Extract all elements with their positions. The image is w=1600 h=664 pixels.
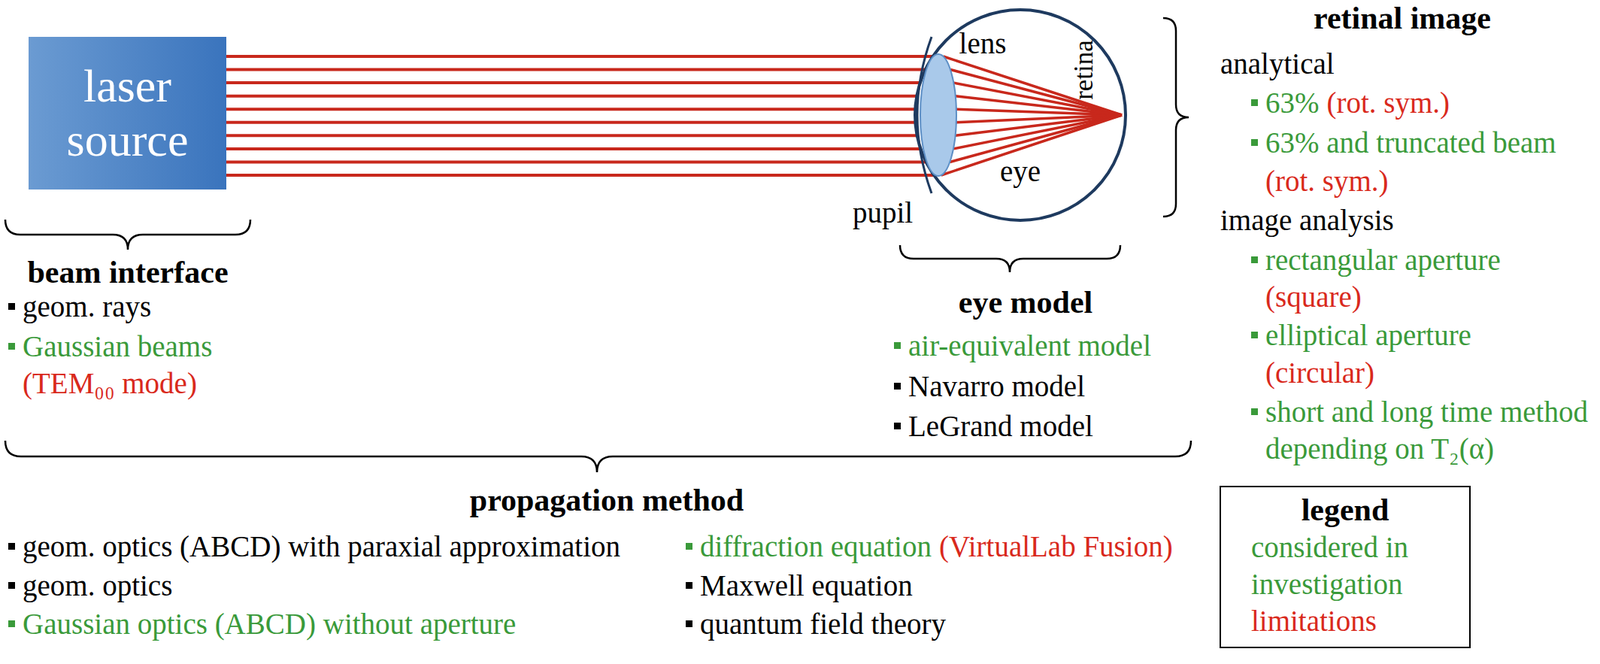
propagation-brace xyxy=(5,440,1191,473)
bullet-square xyxy=(685,620,693,628)
bullet-square xyxy=(8,581,16,589)
item-text: geom. optics (ABCD) with paraxial approx… xyxy=(22,527,621,565)
bullet-square xyxy=(8,542,16,550)
eyeball xyxy=(915,9,1126,221)
list-row: elliptical aperture xyxy=(1251,316,1472,354)
item-text: image analysis xyxy=(1220,201,1394,239)
item-text: LeGrand model xyxy=(908,407,1094,445)
beam-ray xyxy=(226,94,917,98)
list-row: air-equivalent model xyxy=(893,327,1152,364)
item-text: analytical xyxy=(1220,45,1335,82)
bullet-square xyxy=(1251,139,1258,146)
bullet-square xyxy=(8,303,16,310)
list-row: short and long time method depending on … xyxy=(1251,393,1597,467)
bullet-square xyxy=(1251,331,1258,339)
pupil-label: pupil xyxy=(852,193,913,231)
legend-entry: limitations xyxy=(1251,602,1440,640)
legend-text: limitations xyxy=(1251,604,1377,637)
beam-ray xyxy=(226,147,921,151)
list-row: geom. optics (ABCD) with paraxial approx… xyxy=(8,527,621,565)
bullet-square xyxy=(685,581,693,589)
item-text: rectangular aperture xyxy=(1265,241,1501,279)
bullet-square xyxy=(1251,99,1258,107)
beam-ray xyxy=(226,107,916,111)
legend-heading: legend xyxy=(1251,491,1440,529)
section-heading: propagation method xyxy=(469,480,744,520)
list-row: Gaussian beams xyxy=(8,327,213,365)
eye-model-brace xyxy=(900,245,1121,273)
item-text: Gaussian optics (ABCD) without aperture xyxy=(22,605,516,643)
bullet-square xyxy=(893,422,901,430)
list-row: 63% and truncated beam xyxy=(1251,124,1557,161)
item-text: (TEM₀₀ mode) xyxy=(22,364,197,402)
item-text: (rot. sym.) xyxy=(1265,162,1389,200)
list-row: Gaussian optics (ABCD) without aperture xyxy=(8,605,516,643)
list-row: (TEM₀₀ mode) xyxy=(22,364,197,402)
bullet-square xyxy=(685,542,693,550)
legend-box: legendconsidered in investigation limitat… xyxy=(1219,485,1471,649)
list-row: rectangular aperture xyxy=(1251,241,1501,279)
item-text: diffraction equation xyxy=(700,527,932,565)
eye-lens xyxy=(920,54,957,176)
item-text: geom. rays xyxy=(22,287,152,325)
beam-ray xyxy=(226,173,934,177)
legend-text: considered in investigation xyxy=(1251,530,1409,600)
item-text: (circular) xyxy=(1265,354,1375,391)
legend-entry: considered in investigation xyxy=(1251,528,1440,603)
lens-label: lens xyxy=(959,27,1007,61)
list-row: Maxwell equation xyxy=(685,566,913,604)
item-note: (VirtualLab Fusion) xyxy=(939,527,1173,565)
section-heading: retinal image xyxy=(1313,0,1491,38)
item-text: geom. optics xyxy=(22,566,173,604)
list-row: diffraction equation(VirtualLab Fusion) xyxy=(685,527,1173,565)
bullet-square xyxy=(1251,408,1258,416)
beam-ray xyxy=(226,81,921,85)
item-text: (square) xyxy=(1265,278,1362,316)
list-row: LeGrand model xyxy=(893,407,1094,445)
list-row: image analysis xyxy=(1220,201,1394,239)
list-row: geom. optics xyxy=(8,566,173,604)
bullet-square xyxy=(1251,256,1258,264)
eye-label: eye xyxy=(1000,154,1041,189)
laser-beam xyxy=(226,56,934,176)
beam-ray xyxy=(226,54,934,58)
item-note: (rot. sym.) xyxy=(1327,84,1451,122)
item-text: short and long time method depending on … xyxy=(1265,393,1597,467)
eye-circle: lens retina eye xyxy=(913,8,1128,222)
beam-ray xyxy=(226,160,927,164)
list-row: (circular) xyxy=(1265,354,1375,391)
item-text: Navarro model xyxy=(908,367,1085,405)
section-heading: eye model xyxy=(958,282,1093,322)
laser-source-box: laser source xyxy=(28,36,227,190)
beam-ray xyxy=(226,121,916,125)
beam-interface-brace xyxy=(5,219,251,250)
list-row: (rot. sym.) xyxy=(1265,162,1389,200)
focused-ray xyxy=(956,109,1122,116)
item-text: Maxwell equation xyxy=(700,566,913,604)
item-text: elliptical aperture xyxy=(1265,316,1472,354)
beam-ray xyxy=(226,133,918,137)
list-row: Navarro model xyxy=(893,367,1085,405)
item-text: 63% xyxy=(1265,84,1320,122)
retinal-image-brace xyxy=(1163,18,1189,217)
item-text: Gaussian beams xyxy=(22,327,213,365)
list-row: analytical xyxy=(1220,45,1335,82)
bullet-square xyxy=(8,620,16,628)
bullet-square xyxy=(893,382,901,390)
list-row: 63%(rot. sym.) xyxy=(1251,84,1450,122)
bullet-square xyxy=(8,342,16,350)
list-row: geom. rays xyxy=(8,287,152,325)
section-heading: beam interface xyxy=(27,252,228,292)
item-text: air-equivalent model xyxy=(908,327,1152,364)
list-row: (square) xyxy=(1265,278,1362,316)
retina-label: retina xyxy=(1069,39,1100,100)
item-text: 63% and truncated beam xyxy=(1265,124,1557,161)
laser-source-label: laser source xyxy=(37,59,218,167)
list-row: quantum field theory xyxy=(685,605,946,643)
item-text: quantum field theory xyxy=(700,605,946,643)
beam-ray xyxy=(226,68,926,72)
bullet-square xyxy=(893,342,901,349)
